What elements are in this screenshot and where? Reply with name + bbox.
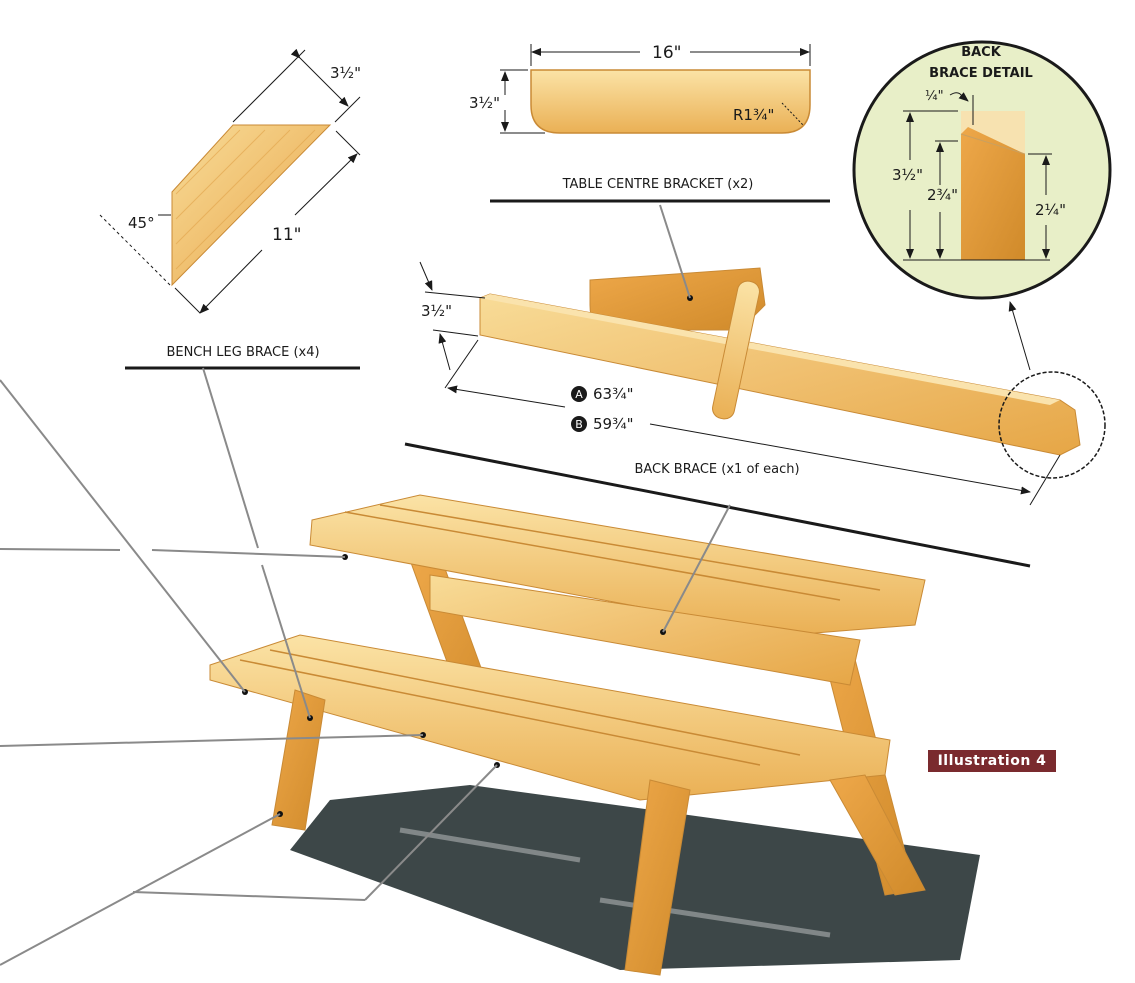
back-brace-detail-circle (852, 40, 1112, 300)
illustration-badge: Illustration 4 (928, 750, 1056, 772)
bracket-length: 16" (652, 43, 681, 63)
marker-b: B (575, 418, 583, 431)
detail-notch: ¼" (925, 89, 944, 104)
bracket-height: 3½" (469, 94, 500, 112)
detail-right: 2¼" (1035, 201, 1066, 219)
detail-title-line2: BRACE DETAIL (929, 66, 1033, 81)
detail-total: 3½" (892, 166, 923, 184)
detail-left: 2¾" (927, 186, 958, 204)
back-brace-drawing (419, 261, 1106, 506)
bracket-radius: R1¾" (733, 106, 774, 124)
back-brace-a-length: 63¾" (593, 385, 634, 403)
back-brace-title: BACK BRACE (x1 of each) (634, 462, 799, 477)
bench-leg-brace-drawing (99, 48, 361, 314)
back-brace-underline (404, 442, 1031, 568)
detail-title-line1: BACK (961, 45, 1002, 60)
back-brace-b-length: 59¾" (593, 415, 634, 433)
bench-leg-brace-angle: 45° (128, 214, 155, 232)
bench-leg-brace-length: 11" (272, 225, 301, 245)
bench-leg-brace-title: BENCH LEG BRACE (x4) (166, 345, 319, 360)
marker-a: A (575, 388, 583, 401)
leader-lines (0, 204, 731, 966)
table-centre-bracket-drawing (500, 44, 811, 134)
back-brace-height: 3½" (421, 302, 452, 320)
bench-assembled-drawing (209, 494, 980, 976)
bench-leg-brace-width: 3½" (330, 64, 361, 82)
table-centre-bracket-title: TABLE CENTRE BRACKET (x2) (562, 177, 754, 192)
